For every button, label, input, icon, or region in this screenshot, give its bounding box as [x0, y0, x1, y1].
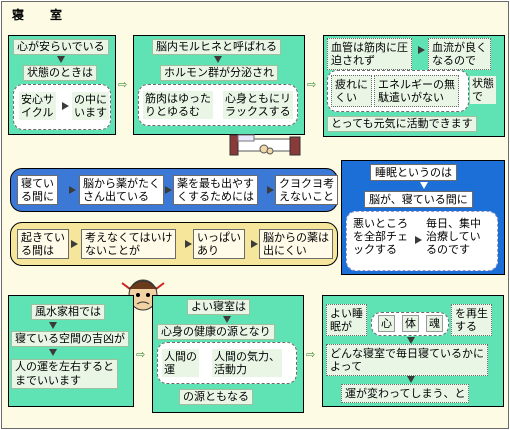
panel-relaxed-state: 心が安らいでいる 状態のときは 安心サ イクル の中に います	[8, 35, 116, 135]
arrow-right-icon	[185, 240, 192, 248]
arrow-right-icon	[251, 240, 258, 248]
blood-flow-text: 血流が良く なるので	[428, 38, 491, 70]
feng-shui-heading: 風水家相では	[31, 304, 105, 320]
arrow-right-icon	[69, 186, 76, 194]
arrow-right-icon	[165, 186, 172, 194]
inside-text: の中に います	[72, 92, 109, 120]
treatment-text: 毎日、集中 治療してい るのです	[423, 216, 484, 257]
stressed-person-illustration	[120, 273, 166, 313]
arrow-right-icon: ⇨	[306, 348, 316, 361]
less-tired-text: 疲れに くい	[331, 75, 372, 107]
check-text: 悪いところ を全部チェ ックする	[350, 216, 411, 257]
repair-inner-box: 悪いところ を全部チェ ックする 毎日、集中 治療してい るのです	[346, 211, 498, 271]
destiny-text: 人の運を左右すると までいいます	[11, 359, 118, 389]
regenerate-text: を再生 する	[451, 304, 492, 336]
brain-sleeping-text: 脳が、寝ている間に	[364, 191, 473, 208]
fortune-text: 寝ている空間の吉凶が	[11, 331, 129, 347]
banner-while-awake: 起きてい る間は 考えなくてはいけ ないことが いっぱい あり 脳からの薬は 出…	[10, 222, 338, 266]
panel-feng-shui: 風水家相では 寝ている空間の吉凶が 人の運を左右すると までいいます	[8, 295, 134, 407]
arrow-right-icon	[415, 236, 422, 244]
hormone-label: ホルモン群が分泌され	[160, 65, 278, 81]
relaxed-inner-box: 安心サ イクル の中に います	[13, 84, 111, 130]
release-text: 薬を最も出やす くするためには	[173, 175, 258, 205]
arrow-down-icon	[407, 376, 415, 383]
hard-release-text: 脳からの薬は 出にくい	[259, 229, 333, 259]
panel-luck-change: よい睡 眠が 心 体 魂 を再生 する どんな寝室で毎日寝ているかに よって 運…	[322, 295, 504, 407]
arrow-down-icon	[420, 182, 428, 189]
soul-text: 魂	[426, 315, 443, 332]
mind-body-soul-box: 心 体 魂	[371, 312, 449, 336]
no-waste-text: エネルギーの無 駄遣いがない	[374, 75, 459, 107]
arrow-down-icon	[223, 316, 231, 323]
arrow-right-icon	[267, 186, 274, 194]
safe-cycle-text: 安心サ イクル	[19, 92, 56, 120]
arrow-right-icon: ⇨	[136, 348, 146, 361]
awake-time-text: 起きてい る間は	[17, 229, 69, 259]
relax-text: 心身ともにリ ラックスする	[223, 91, 293, 119]
brain-medicine-text: 脳から薬がたく さん出ている	[79, 175, 164, 205]
energetic-text: とっても元気に活動できます	[327, 116, 477, 132]
arrow-right-icon: ⇨	[118, 78, 128, 91]
mind-text: 心	[378, 315, 395, 332]
good-bedroom-heading: よい寝室は	[187, 299, 250, 315]
banner-while-sleeping: 寝てい る間に 脳から薬がたく さん出ている 薬を最も出やす くするためには ク…	[10, 168, 338, 212]
must-think-text: 考えなくてはいけ ないことが	[81, 229, 177, 259]
arrow-right-icon	[418, 46, 425, 54]
hormone-heading: 脳内モルヒネと呼ばれる	[152, 39, 281, 55]
arrow-right-icon	[71, 240, 78, 248]
state-text: 状態 で	[470, 76, 496, 104]
panel-blood-flow: 血管は筋肉に圧 迫されず 血流が良く なるので 疲れに くい エネルギーの無 駄…	[323, 35, 505, 137]
muscle-text: 筋肉はゆった りとゆるむ	[143, 91, 213, 119]
human-luck-text: 人間の 運	[162, 349, 199, 377]
panel-sleep-repair: 睡眠というのは 脳が、寝ている間に 悪いところ を全部チェ ックする 毎日、集中…	[341, 160, 505, 275]
bedroom-inner-box: 人間の 運 人間の気力、 活動力	[157, 342, 297, 384]
sleep-heading: 睡眠というのは	[370, 164, 457, 181]
blood-vessel-text: 血管は筋肉に圧 迫されず	[327, 38, 412, 70]
state-label: 状態のときは	[23, 65, 97, 81]
sleeping-bed-illustration	[228, 125, 304, 159]
arrow-down-icon	[49, 322, 57, 329]
which-bedroom-text: どんな寝室で毎日寝ているかに よって	[326, 344, 488, 376]
body-text: 体	[402, 315, 419, 332]
health-source-text: 心身の健康の源となり	[157, 324, 275, 340]
panel-good-bedroom: よい寝室は 心身の健康の源となり 人間の 運 人間の気力、 活動力 の源ともなる	[152, 295, 304, 413]
arrow-down-icon	[57, 56, 65, 63]
page-title: 寝 室	[12, 8, 70, 22]
also-source-text: の源ともなる	[179, 389, 253, 405]
relaxed-heading: 心が安らいでいる	[13, 39, 109, 55]
arrow-right-icon	[62, 102, 69, 110]
vitality-text: 人間の気力、 活動力	[212, 349, 282, 377]
panel-hormones: 脳内モルヒネと呼ばれる ホルモン群が分泌され 筋肉はゆった りとゆるむ 心身とも…	[133, 35, 305, 135]
arrow-down-icon	[214, 56, 222, 63]
arrow-down-icon	[407, 337, 415, 344]
sleep-time-text: 寝てい る間に	[17, 175, 58, 205]
luck-changes-text: 運が変わってしまう、と	[341, 384, 470, 403]
many-text: いっぱい あり	[193, 229, 245, 259]
hormone-inner-box: 筋肉はゆった りとゆるむ 心身ともにリ ラックスする	[138, 84, 298, 126]
blood-inner-box: 疲れに くい エネルギーの無 駄遣いがない	[327, 70, 469, 112]
no-worry-text: クヨクヨ考 えないこと	[275, 175, 338, 205]
good-sleep-text: よい睡 眠が	[326, 304, 367, 336]
arrow-right-icon: ⇨	[307, 78, 317, 91]
arrow-down-icon	[49, 349, 57, 356]
